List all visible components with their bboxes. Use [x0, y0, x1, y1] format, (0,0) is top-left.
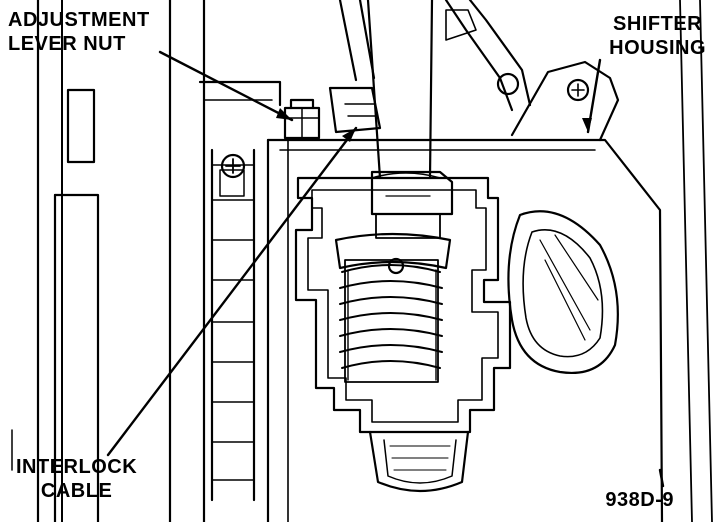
label-interlock-cable: INTERLOCK CABLE [16, 455, 137, 503]
left-panel [11, 0, 100, 522]
label-interlock-line2: CABLE [40, 480, 113, 502]
shifter-housing-body [266, 0, 713, 522]
figure-id: 938D-9 [605, 489, 674, 511]
leader-lines [106, 50, 665, 488]
label-adjustment-line1: ADJUSTMENT [8, 9, 150, 31]
label-interlock-line1: INTERLOCK [16, 456, 138, 478]
detent-strip [210, 148, 256, 502]
label-shifter-line2: HOUSING [609, 37, 706, 59]
label-adjustment-lever-nut: ADJUSTMENT LEVER NUT [8, 8, 150, 56]
adjustment-leader [158, 50, 294, 122]
side-opening [507, 210, 619, 374]
label-adjustment-line2: LEVER NUT [8, 33, 126, 55]
leader-arrowheads [276, 108, 592, 142]
adjustment-nut [283, 86, 382, 140]
upper-cables [338, 0, 532, 112]
interlock-leader [106, 126, 358, 457]
console-frame-left [168, 0, 282, 522]
shift-gate [294, 176, 512, 493]
shift-boot [334, 232, 452, 383]
label-shifter-housing: SHIFTER HOUSING [609, 12, 706, 60]
left-mount-screw [220, 153, 246, 179]
label-shifter-line1: SHIFTER [613, 13, 703, 35]
shifter-shaft [366, 0, 454, 239]
figure-leader [658, 468, 665, 488]
